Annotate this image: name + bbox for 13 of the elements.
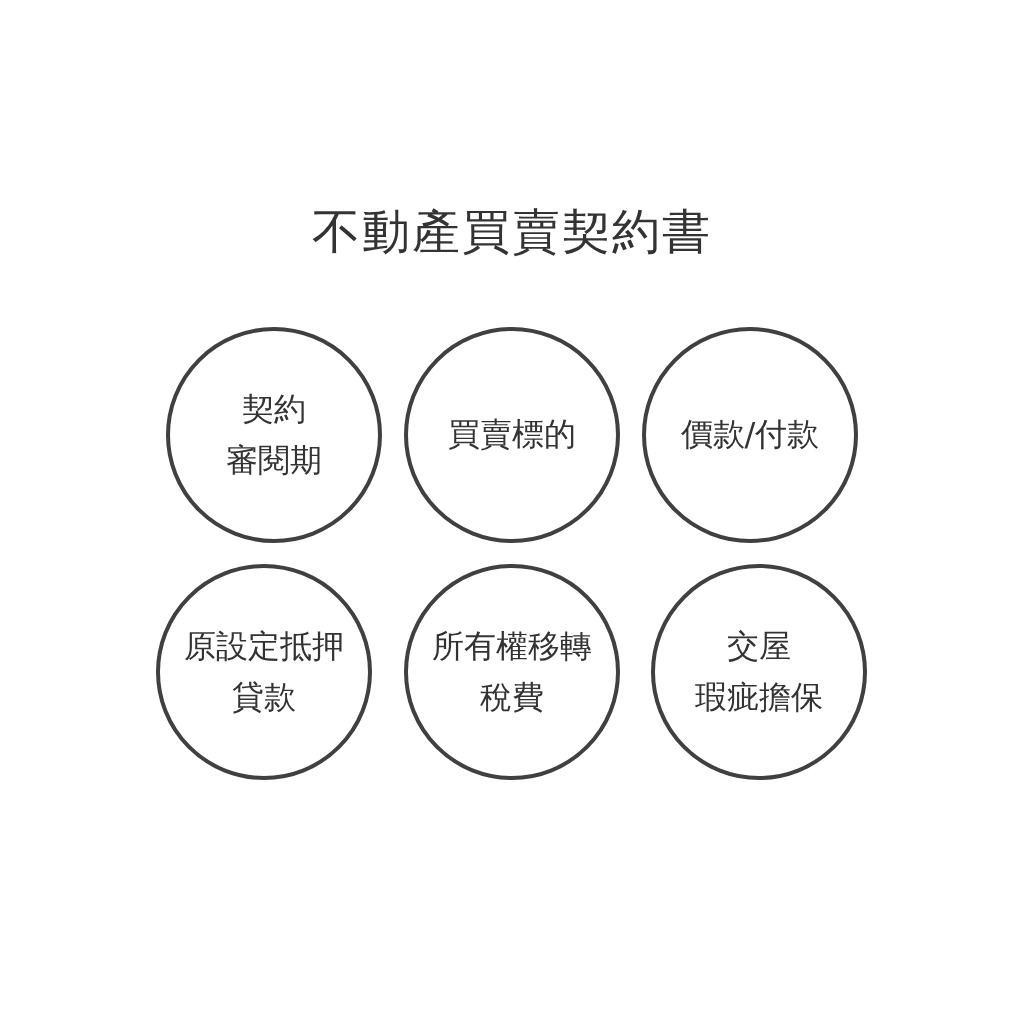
circle-label: 原設定抵押貸款 <box>184 625 344 718</box>
circle-label: 契約審閱期 <box>226 388 322 481</box>
circle-node <box>404 327 620 543</box>
circle-label: 所有權移轉稅費 <box>432 625 592 718</box>
circle-node <box>404 564 620 780</box>
title: 不動產買賣契約書 <box>311 202 713 261</box>
circle-label: 價款/付款 <box>680 414 820 456</box>
circle-node <box>156 564 372 780</box>
circle-label: 買賣標的 <box>448 414 576 456</box>
circle-label: 交屋瑕疵擔保 <box>695 625 823 718</box>
circle-node <box>642 327 858 543</box>
circle-node <box>166 327 382 543</box>
circle-node <box>651 564 867 780</box>
